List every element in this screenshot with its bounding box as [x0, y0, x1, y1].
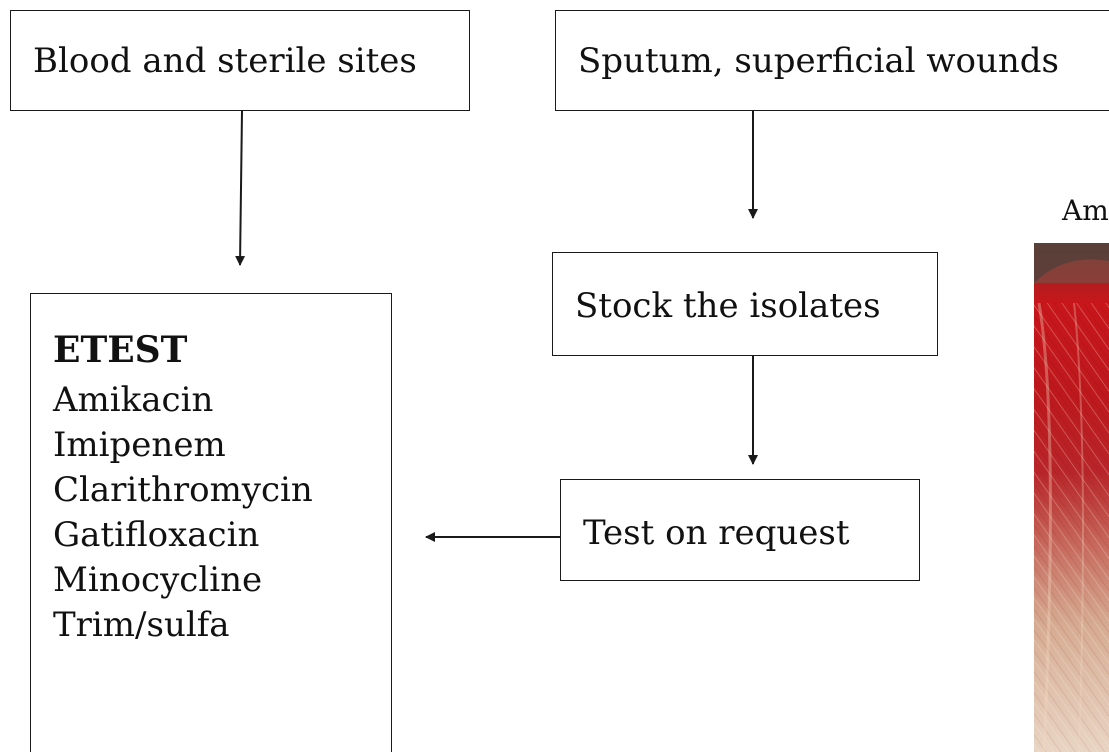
etest-drug-item: Minocycline — [53, 560, 263, 600]
blood-sterile-sites-box: Blood and sterile sites — [10, 10, 470, 111]
test-on-request-label: Test on request — [583, 513, 850, 553]
etest-drug-item: Gatifloxacin — [53, 515, 260, 555]
etest-drug-item: Amikacin — [53, 380, 214, 420]
etest-drug-item: Trim/sulfa — [53, 605, 230, 645]
stock-isolates-box: Stock the isolates — [552, 252, 938, 356]
blood-sterile-sites-label: Blood and sterile sites — [33, 41, 417, 81]
etest-title: ETEST — [53, 329, 188, 371]
test-on-request-box: Test on request — [560, 479, 920, 581]
etest-drug-item: Imipenem — [53, 425, 226, 465]
etest-drug-item: Clarithromycin — [53, 470, 313, 510]
photo-caption: Am — [1062, 194, 1109, 227]
sputum-wounds-box: Sputum, superficial wounds — [555, 10, 1109, 111]
stock-isolates-label: Stock the isolates — [575, 286, 881, 326]
agar-plate-photo — [1034, 243, 1109, 752]
arrow-blood-to-etest — [235, 110, 246, 266]
sputum-wounds-label: Sputum, superficial wounds — [578, 41, 1059, 81]
